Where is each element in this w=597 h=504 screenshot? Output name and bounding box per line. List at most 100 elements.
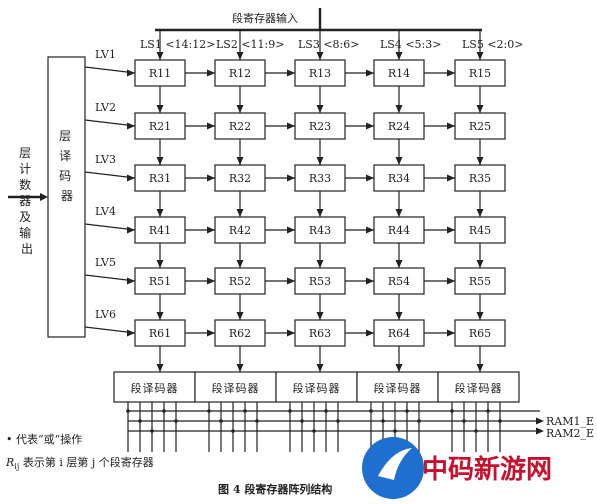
row-link-arrowhead (287, 277, 295, 285)
register-label: R55 (469, 275, 491, 288)
or-dot (231, 429, 235, 433)
or-dot (162, 409, 166, 413)
segment-decoder-label: 段译码器 (212, 381, 260, 395)
column-chain-arrowhead (236, 209, 244, 217)
register-label: R31 (149, 172, 171, 185)
register-label: R24 (388, 120, 410, 133)
register-label: R42 (229, 224, 251, 237)
segment-decoder-label: 段译码器 (131, 381, 179, 395)
register-box (454, 164, 506, 192)
lv-label: LV1 (95, 48, 116, 61)
register-box (454, 267, 506, 295)
layer-input-arrowhead (40, 193, 48, 201)
register-box (294, 59, 346, 87)
ram1-arrowhead (536, 417, 544, 425)
register-label: R61 (149, 327, 171, 340)
column-chain-arrowhead (476, 312, 484, 320)
register-box (373, 59, 425, 87)
or-dot (150, 429, 154, 433)
or-dot (255, 419, 259, 423)
register-box (454, 59, 506, 87)
row-link-arrowhead (366, 69, 374, 77)
register-label: R65 (469, 327, 491, 340)
lv-label: LV5 (95, 256, 116, 269)
column-chain-arrowhead (395, 312, 403, 320)
or-dot (486, 409, 490, 413)
or-dot (138, 419, 142, 423)
register-label: R13 (309, 67, 331, 80)
layer-decoder-label: 层 译 码 器 (59, 129, 75, 203)
register-label: R22 (229, 120, 251, 133)
register-label: R34 (388, 172, 410, 185)
row-link-arrowhead (366, 329, 374, 337)
register-label: R11 (149, 67, 171, 80)
column-chain-arrowhead (236, 105, 244, 113)
row-link-arrowhead (447, 277, 455, 285)
or-dot (381, 419, 385, 423)
register-box (294, 267, 346, 295)
register-label: R62 (229, 327, 251, 340)
register-label: R41 (149, 224, 171, 237)
row-link-arrowhead (207, 122, 215, 130)
register-box (134, 59, 186, 87)
column-chain-arrowhead (316, 260, 324, 268)
lv-arrowhead (127, 174, 135, 182)
watermark-logo-swoosh (378, 448, 412, 480)
lv-line (84, 66, 136, 74)
segment-decoder-box (275, 371, 358, 403)
decoder-feed-arrowhead (476, 364, 484, 372)
column-chain-arrowhead (156, 312, 164, 320)
row-link-arrowhead (447, 226, 455, 234)
or-dot (450, 409, 454, 413)
register-box (134, 267, 186, 295)
or-dot (300, 419, 304, 423)
register-box (214, 267, 266, 295)
ls-label-5: LS5 <2:0> (462, 38, 523, 51)
lv-line (84, 223, 136, 231)
register-label: R25 (469, 120, 491, 133)
decoder-feed-arrowhead (236, 364, 244, 372)
register-box (134, 164, 186, 192)
column-feed-arrowhead (316, 52, 324, 60)
column-chain-arrowhead (316, 105, 324, 113)
register-label: R53 (309, 275, 331, 288)
register-box (454, 216, 506, 244)
row-link-arrowhead (207, 174, 215, 182)
segment-decoder-label: 段译码器 (374, 381, 422, 395)
lv-label: LV6 (95, 308, 116, 321)
row-link-arrowhead (366, 277, 374, 285)
register-label: R54 (388, 275, 410, 288)
ram2-arrowhead (536, 427, 544, 435)
lv-arrowhead (127, 226, 135, 234)
register-box (373, 112, 425, 140)
ls-label-3: LS3 <8:6> (298, 38, 359, 51)
column-chain-arrowhead (476, 105, 484, 113)
lv-label: LV4 (95, 205, 116, 218)
lv-arrowhead (127, 122, 135, 130)
register-box (134, 216, 186, 244)
register-label: R43 (309, 224, 331, 237)
or-dot (324, 409, 328, 413)
row-link-arrowhead (447, 174, 455, 182)
column-chain-arrowhead (395, 105, 403, 113)
register-box (214, 164, 266, 192)
register-label: R64 (388, 327, 410, 340)
watermark-text: 中码新游网 (422, 454, 552, 485)
register-label: R14 (388, 67, 410, 80)
or-dot (312, 429, 316, 433)
row-link-arrowhead (287, 329, 295, 337)
register-box (134, 112, 186, 140)
column-chain-arrowhead (476, 209, 484, 217)
column-chain-arrowhead (476, 260, 484, 268)
segment-decoder-box (437, 371, 520, 403)
decoder-feed-arrowhead (316, 364, 324, 372)
column-chain-arrowhead (395, 260, 403, 268)
or-dot (219, 419, 223, 423)
row-link-arrowhead (207, 69, 215, 77)
ls-label-2: LS2 <11:9> (216, 38, 284, 51)
register-label: R15 (469, 67, 491, 80)
column-chain-arrowhead (316, 157, 324, 165)
register-box (454, 112, 506, 140)
